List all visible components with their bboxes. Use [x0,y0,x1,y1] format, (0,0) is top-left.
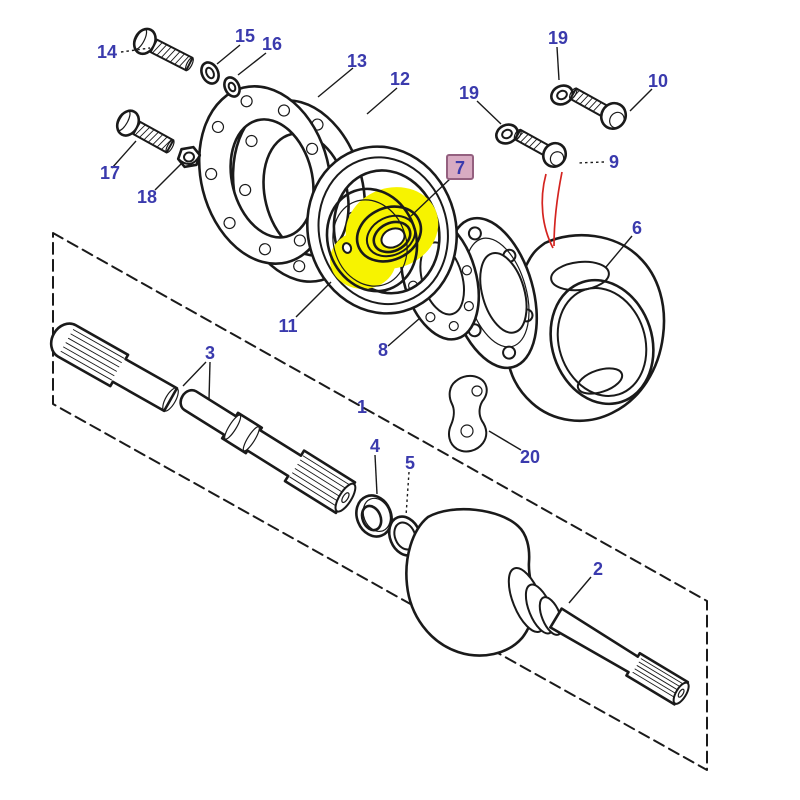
part-callout-12[interactable]: 12 [390,69,410,89]
leader-line [208,361,211,401]
leader-line [366,87,398,115]
washer-15 [200,61,220,85]
part-callout-8[interactable]: 8 [378,340,388,360]
part-callout-2[interactable]: 2 [593,559,603,579]
part-callout-9[interactable]: 9 [609,152,619,172]
axle-shaft-3b [179,388,357,515]
part-callout-18[interactable]: 18 [137,187,157,207]
part-callout-7[interactable]: 7 [455,158,465,178]
part-callout-19[interactable]: 19 [459,83,479,103]
bolt-9 [513,128,568,169]
part-callout-16[interactable]: 16 [262,34,282,54]
part-callout-15[interactable]: 15 [235,26,255,46]
oil-seal-7[interactable] [313,176,431,304]
cv-joint-2 [405,507,690,706]
part-callout-19[interactable]: 19 [548,28,568,48]
leader-line [111,140,137,169]
leader-line [295,281,332,318]
part-callout-11[interactable]: 11 [278,316,297,336]
leader-line [216,44,241,65]
highlighted-callout-box[interactable] [446,154,474,180]
part-callout-6[interactable]: 6 [632,218,642,238]
part-callout-14[interactable]: 14 [97,42,117,62]
part-callout-10[interactable]: 10 [648,71,668,91]
leader-line [556,46,560,81]
leader-line [317,67,354,98]
part-callout-13[interactable]: 13 [347,51,367,71]
leader-line [182,361,207,387]
washer-16 [223,76,241,98]
bolt-10 [569,87,628,131]
part-callout-1[interactable]: 1 [357,397,367,417]
collar-4 [355,494,393,538]
red-pointer-lines [541,171,563,249]
leader-line [120,47,151,53]
leader-line [568,576,592,604]
leader-line [405,471,410,517]
leader-line [387,317,421,347]
leader-line [374,454,378,495]
leader-line [576,161,605,164]
swivel-housing [505,233,666,423]
leader-line [488,430,522,451]
part-callout-3[interactable]: 3 [205,343,215,363]
bolt-17 [115,109,175,154]
washer-19-top [550,84,574,106]
part-callout-20[interactable]: 20 [520,447,540,467]
leader-lines-layer [111,44,653,604]
nut-18 [176,145,202,169]
leader-line [629,88,653,112]
leader-line [410,176,453,217]
part-callout-4[interactable]: 4 [370,436,380,456]
washer-19-left [495,123,519,145]
leader-line [237,52,267,76]
axle-shaft-3a [49,322,179,413]
part-callout-5[interactable]: 5 [405,453,415,473]
part-labels-layer: 14 15 16 13 12 19 10 19 9 7 17 18 6 11 8 3 14 5 20 2 [97,26,668,579]
leader-line [154,162,183,191]
leader-line [476,100,502,125]
bolt-14 [132,27,194,72]
part-callout-17[interactable]: 17 [100,163,120,183]
leader-line [605,235,633,268]
bracket-20 [448,374,488,453]
